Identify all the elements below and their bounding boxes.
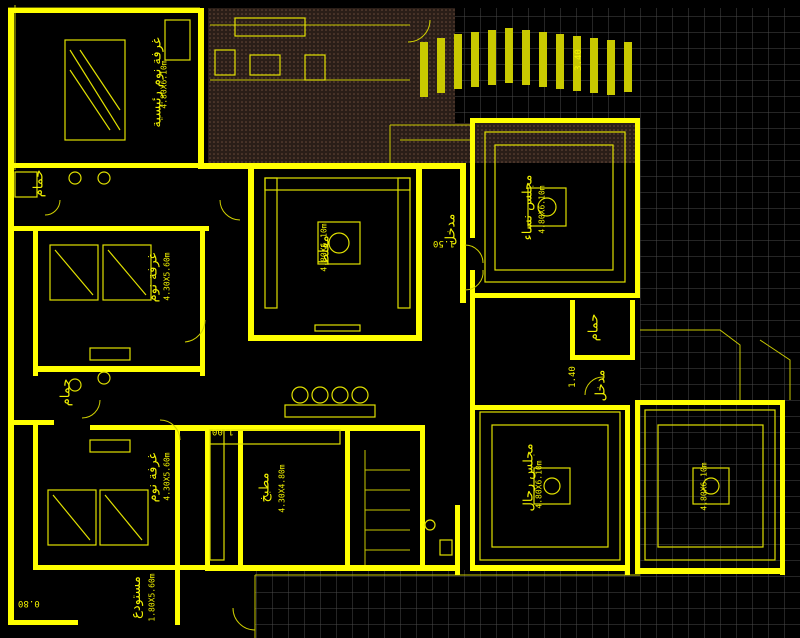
bed [99, 489, 149, 546]
rug [533, 467, 571, 505]
front-grid [255, 570, 800, 638]
garden-grid-right [640, 8, 800, 638]
bath-1-label: حمام [31, 169, 47, 198]
bedroom-2-size: 4.30X5.60m [162, 452, 172, 501]
entrance-2-label: مدخل [593, 369, 609, 402]
master-bedroom-size: 4.80X6.10m [159, 60, 169, 109]
outdoor-areas [208, 8, 800, 638]
rug [692, 467, 730, 505]
door-swings [44, 19, 604, 631]
walls [8, 8, 785, 625]
pergola [420, 28, 632, 97]
kitchen-label: مطبخ [257, 472, 273, 503]
storage-label: مستودع [128, 576, 144, 619]
women-majlis-size: 4.80X6.10m [537, 185, 547, 234]
storage-size: 1.80X5.60m [147, 573, 157, 622]
bedroom-1-size: 4.30X5.60m [162, 252, 172, 301]
bed [47, 489, 97, 546]
dimension-label: 3.40 [573, 49, 584, 71]
dimension-label: 1.40 [567, 366, 578, 388]
women-majlis-label: مجلس نساء [520, 174, 536, 241]
bath-2-label: حمام [58, 378, 74, 407]
dining-size: 4.80X6.10m [319, 223, 329, 272]
dimension-label: 0.80 [18, 598, 40, 608]
furniture [14, 17, 776, 561]
bed [102, 244, 152, 301]
rug [527, 187, 567, 227]
rug [317, 221, 361, 265]
bedroom-1-label: غرفة نوم [145, 252, 161, 303]
bed [49, 244, 99, 301]
guest-room-size: 4.80X6.10m [699, 462, 709, 511]
kitchen-size: 4.30X4.80m [277, 464, 287, 513]
dimension-label: 1.00 [212, 426, 234, 436]
dimension-label: 1.50 [433, 238, 455, 248]
men-majlis-size: 4.80X6.10m [534, 460, 544, 509]
bath-3-label: حمام [586, 313, 602, 342]
bedroom-2-label: غرفة نوم [145, 452, 161, 503]
master-bed [64, 39, 126, 141]
